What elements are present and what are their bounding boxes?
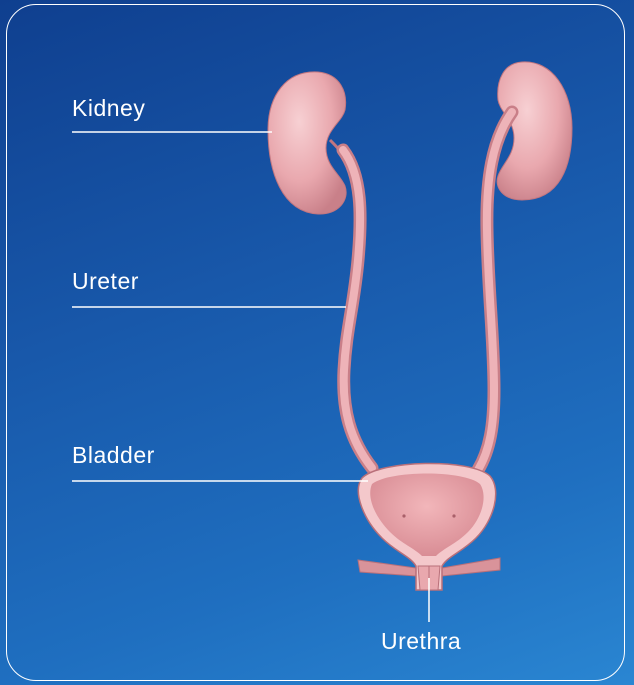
urethra-label: Urethra (381, 628, 461, 655)
ureter-label: Ureter (72, 268, 139, 295)
bladder-label: Bladder (72, 442, 155, 469)
left-kidney (268, 72, 347, 214)
kidney-label: Kidney (72, 95, 145, 122)
